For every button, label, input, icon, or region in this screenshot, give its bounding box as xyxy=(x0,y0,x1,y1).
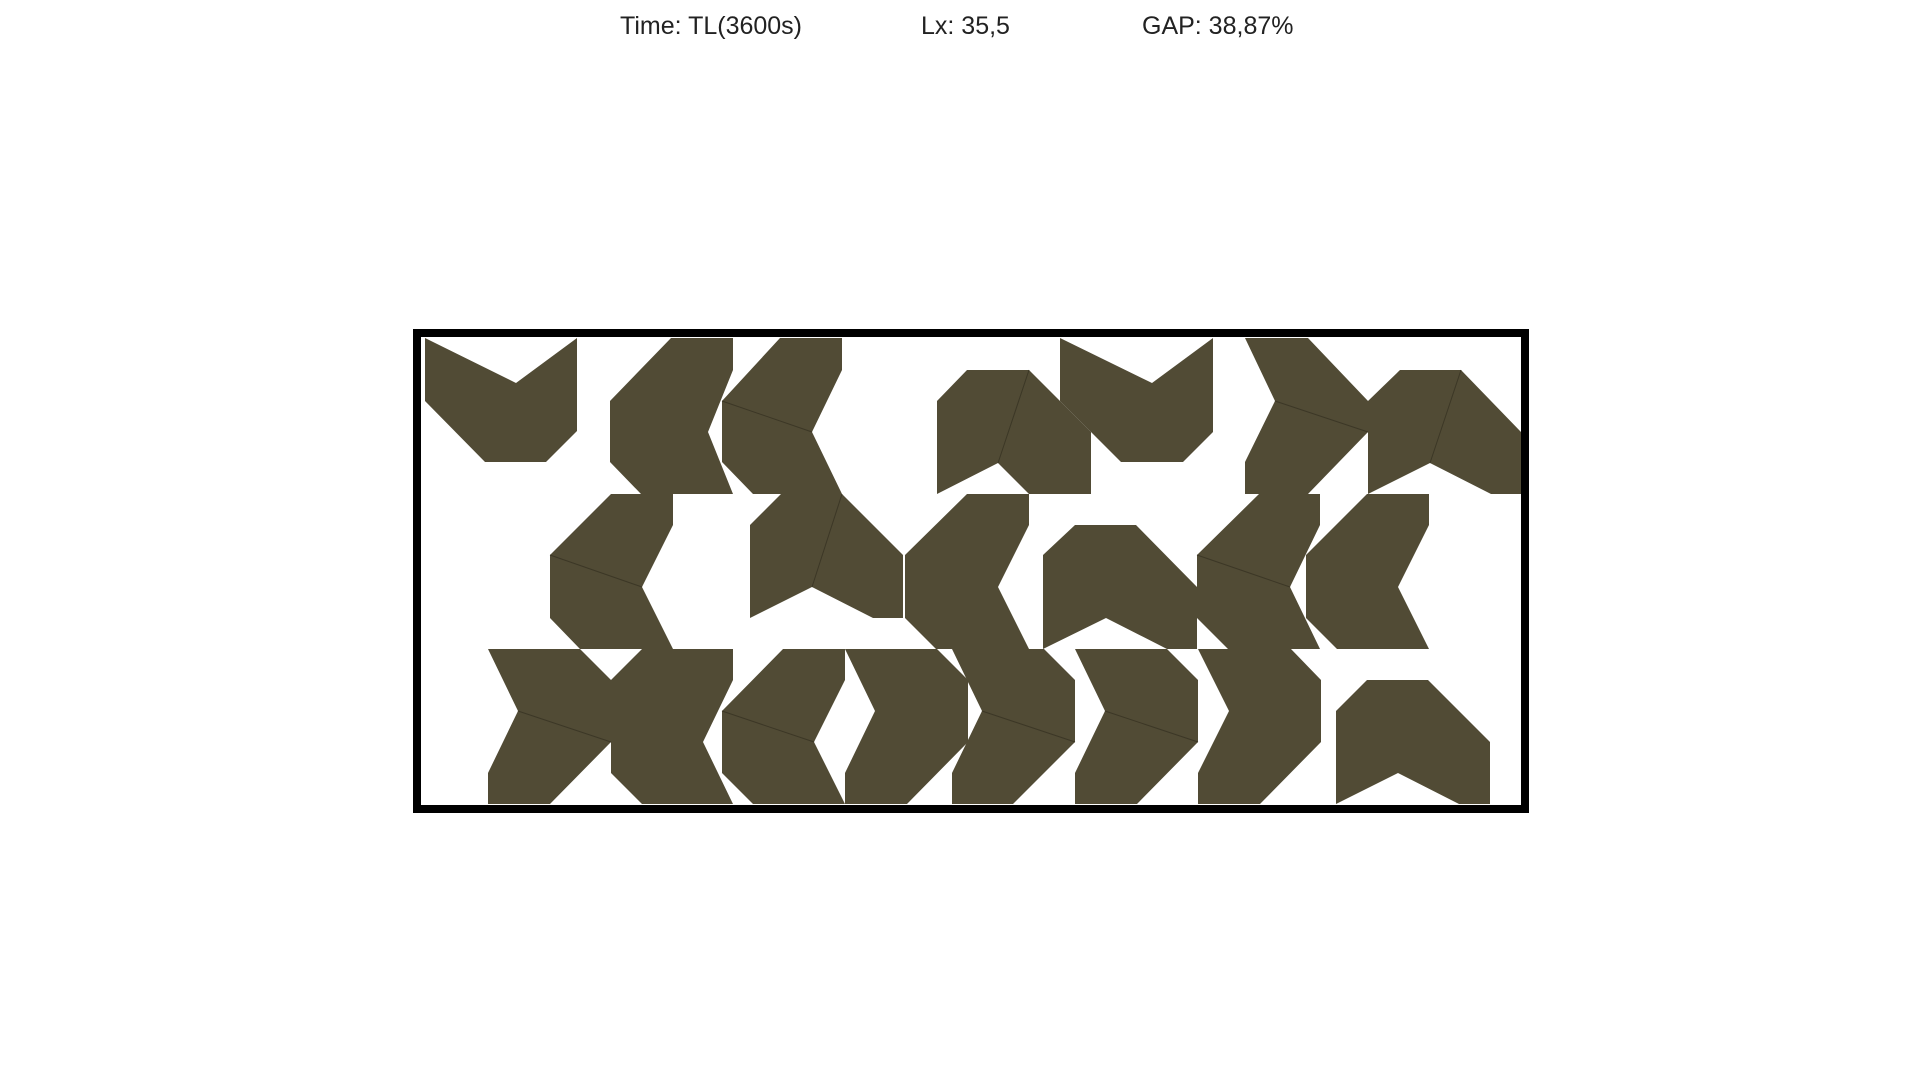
piece xyxy=(550,494,673,649)
strip-container xyxy=(413,329,1529,813)
piece xyxy=(425,338,577,462)
seam-line xyxy=(997,369,1030,464)
seam-line xyxy=(981,710,1076,743)
piece-seams xyxy=(517,369,1462,743)
seam-line xyxy=(721,710,815,743)
seam-line xyxy=(721,400,813,433)
seam-line xyxy=(811,493,843,588)
piece xyxy=(905,494,1029,649)
piece xyxy=(1043,525,1197,649)
strip-length-label: Lx: 35,5 xyxy=(921,12,1010,40)
seam-line xyxy=(1104,710,1199,743)
piece xyxy=(1368,370,1521,494)
pieces-group xyxy=(425,338,1521,804)
seam-line xyxy=(1196,554,1291,588)
seam-line xyxy=(1429,369,1462,464)
piece xyxy=(611,649,733,804)
piece xyxy=(722,338,842,494)
seam-line xyxy=(1274,400,1369,433)
piece xyxy=(722,649,845,804)
seam-line xyxy=(517,710,612,743)
piece xyxy=(1336,680,1490,804)
piece xyxy=(1060,338,1213,462)
piece xyxy=(952,649,1075,804)
piece xyxy=(610,338,733,494)
piece xyxy=(1075,649,1198,804)
gap-percentage-label: GAP: 38,87% xyxy=(1142,12,1294,40)
piece xyxy=(1245,338,1368,494)
piece xyxy=(1197,494,1320,649)
piece xyxy=(1306,494,1429,649)
piece xyxy=(750,494,903,618)
piece xyxy=(937,370,1091,494)
piece xyxy=(845,649,968,804)
piece xyxy=(1198,649,1321,804)
time-limit-label: Time: TL(3600s) xyxy=(620,12,803,40)
seam-line xyxy=(549,554,643,588)
piece xyxy=(488,649,611,804)
